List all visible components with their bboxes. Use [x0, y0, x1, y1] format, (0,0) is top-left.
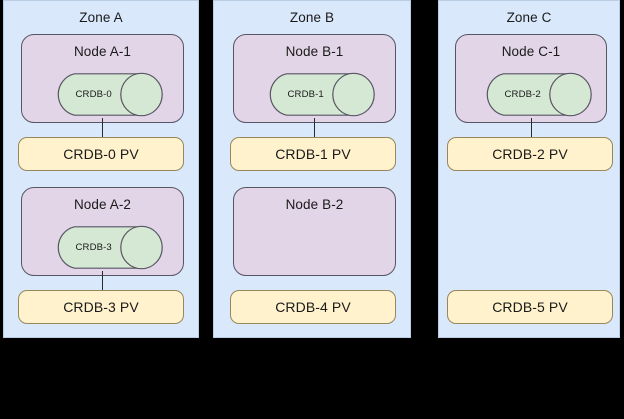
zone-panel-c[interactable]: Zone C Node C-1 CRDB-2 CRDB-2 PV CRDB-5 … [438, 0, 620, 338]
node-title-b-2: Node B-2 [285, 197, 344, 212]
database-cylinder-crdb-0[interactable]: CRDB-0 [53, 72, 163, 117]
node-title-b-1: Node B-1 [285, 44, 344, 59]
connector-c-1 [531, 118, 532, 138]
zone-panel-b[interactable]: Zone B Node B-1 CRDB-1 CRDB-1 PV Node B-… [213, 0, 411, 338]
pv-box-crdb-5[interactable]: CRDB-5 PV [447, 290, 613, 324]
connector-b-1 [314, 118, 315, 138]
node-title-a-2: Node A-2 [73, 197, 132, 212]
connector-a-1 [102, 118, 103, 138]
zone-title-c: Zone C [506, 10, 552, 25]
pv-box-crdb-2[interactable]: CRDB-2 PV [447, 137, 613, 171]
node-box-c-1[interactable]: Node C-1 CRDB-2 [455, 34, 607, 123]
database-cylinder-crdb-2[interactable]: CRDB-2 [482, 72, 592, 117]
node-box-a-1[interactable]: Node A-1 CRDB-0 [21, 34, 184, 123]
database-cylinder-crdb-3[interactable]: CRDB-3 [53, 225, 163, 270]
node-title-c-1: Node C-1 [501, 44, 561, 59]
node-box-b-1[interactable]: Node B-1 CRDB-1 [233, 34, 396, 123]
pv-box-crdb-3[interactable]: CRDB-3 PV [18, 290, 184, 324]
zone-title-b: Zone B [289, 10, 335, 25]
node-box-a-2[interactable]: Node A-2 CRDB-3 [21, 187, 184, 276]
node-box-b-2[interactable]: Node B-2 [233, 187, 396, 276]
zone-title-a: Zone A [79, 10, 123, 25]
database-cylinder-crdb-1[interactable]: CRDB-1 [265, 72, 375, 117]
zone-panel-a[interactable]: Zone A Node A-1 CRDB-0 CRDB-0 PV Node A-… [3, 0, 199, 338]
node-title-a-1: Node A-1 [73, 44, 132, 59]
pv-box-crdb-4[interactable]: CRDB-4 PV [230, 290, 396, 324]
pv-box-crdb-0[interactable]: CRDB-0 PV [18, 137, 184, 171]
pv-box-crdb-1[interactable]: CRDB-1 PV [230, 137, 396, 171]
connector-a-2 [102, 271, 103, 291]
